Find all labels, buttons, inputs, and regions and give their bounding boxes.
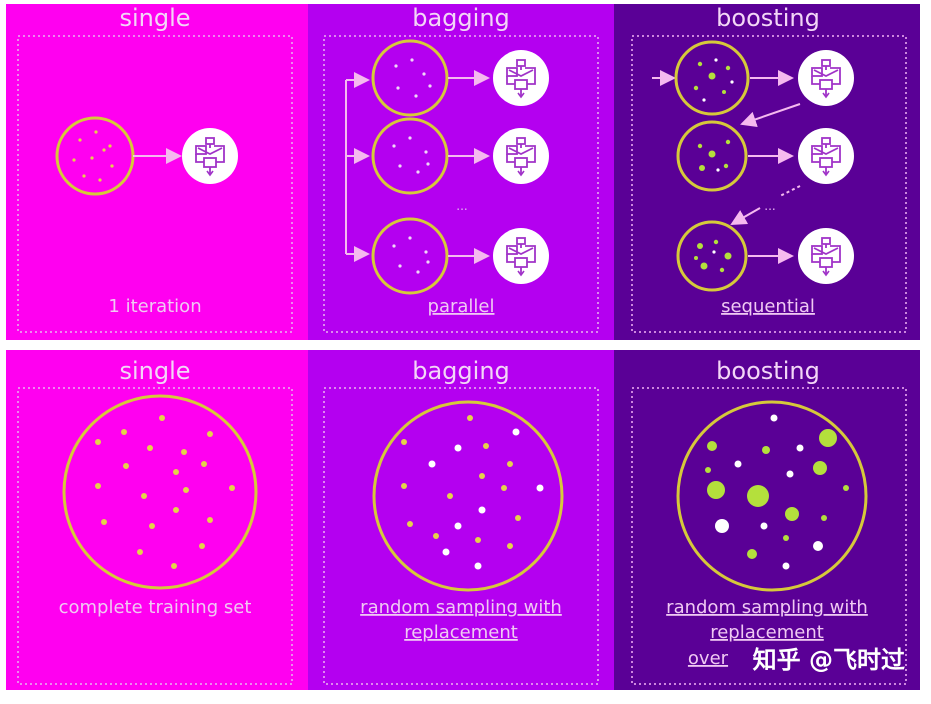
bottom-bagging-caption-line-2: replacement	[404, 622, 518, 643]
top-single-panel	[6, 4, 308, 340]
bottom-boosting-white-dots	[715, 414, 823, 570]
bottom-boosting-title: boosting	[716, 357, 820, 385]
boosting-sample-ring-3	[676, 220, 748, 292]
boosting-sample-ring-1	[674, 40, 750, 116]
flowchart-model-icon	[492, 127, 550, 185]
top-boosting-caption: sequential	[721, 296, 815, 317]
bottom-single-panel	[6, 350, 308, 690]
bagging-sample-ring-2	[371, 117, 449, 195]
bagging-sample-ring-1	[371, 39, 449, 117]
bottom-bagging-panel	[308, 350, 614, 690]
boosting-top-dots	[693, 61, 732, 273]
bottom-bagging-title: bagging	[412, 357, 510, 385]
bagging-ellipsis: ...	[456, 199, 467, 213]
bottom-bagging-yellow-dots	[401, 415, 521, 549]
bagging-sample-ring-3	[371, 217, 449, 295]
boosting-sample-ring-2	[676, 120, 748, 192]
boosting-ellipsis: ...	[764, 199, 775, 213]
boosting-feedback-arrow-3	[730, 207, 761, 225]
bottom-boosting-frame	[631, 387, 907, 685]
top-single-caption: 1 iteration	[108, 296, 201, 317]
watermark-text: 知乎 @飞时过	[753, 646, 905, 674]
top-single-title: single	[119, 4, 190, 32]
bagging-fanout-lines	[345, 72, 370, 262]
flowchart-model-icon	[492, 227, 550, 285]
bottom-single-caption: complete training set	[59, 597, 252, 618]
bottom-single-frame	[17, 387, 293, 685]
bottom-single-ring	[62, 394, 258, 590]
flowchart-model-icon	[797, 49, 855, 107]
top-bagging-title: bagging	[412, 4, 510, 32]
flowchart-model-icon	[492, 49, 550, 107]
top-single-dots	[72, 130, 114, 182]
flowchart-model-icon	[797, 227, 855, 285]
bottom-boosting-lime-dots	[705, 429, 849, 559]
bottom-bagging-frame	[323, 387, 599, 685]
top-single-frame	[17, 35, 293, 333]
bottom-bagging-white-dots	[428, 428, 544, 570]
top-boosting-panel	[614, 4, 920, 340]
boosting-feedback-arrow-2	[779, 185, 801, 197]
bottom-bagging-ring	[372, 400, 564, 592]
flowchart-model-icon	[181, 127, 239, 185]
boosting-top-white-dots	[702, 58, 734, 254]
bottom-boosting-ring	[676, 400, 868, 592]
top-bagging-frame	[323, 35, 599, 333]
top-bagging-caption: parallel	[428, 296, 495, 317]
top-bagging-panel	[308, 4, 614, 340]
boosting-feedback-arrow-1	[740, 103, 801, 127]
bottom-single-title: single	[119, 357, 190, 385]
flowchart-model-icon	[797, 127, 855, 185]
top-boosting-frame	[631, 35, 907, 333]
bottom-single-dots	[95, 415, 235, 569]
bottom-bagging-caption-line-1: random sampling with	[360, 597, 562, 618]
bottom-boosting-caption-line-3: over	[688, 648, 729, 669]
bottom-boosting-caption-line-1: random sampling with	[666, 597, 868, 618]
bagging-top-dots	[392, 58, 432, 274]
bottom-boosting-panel	[614, 350, 920, 690]
bottom-boosting-caption-line-2: replacement	[710, 622, 824, 643]
top-boosting-title: boosting	[716, 4, 820, 32]
